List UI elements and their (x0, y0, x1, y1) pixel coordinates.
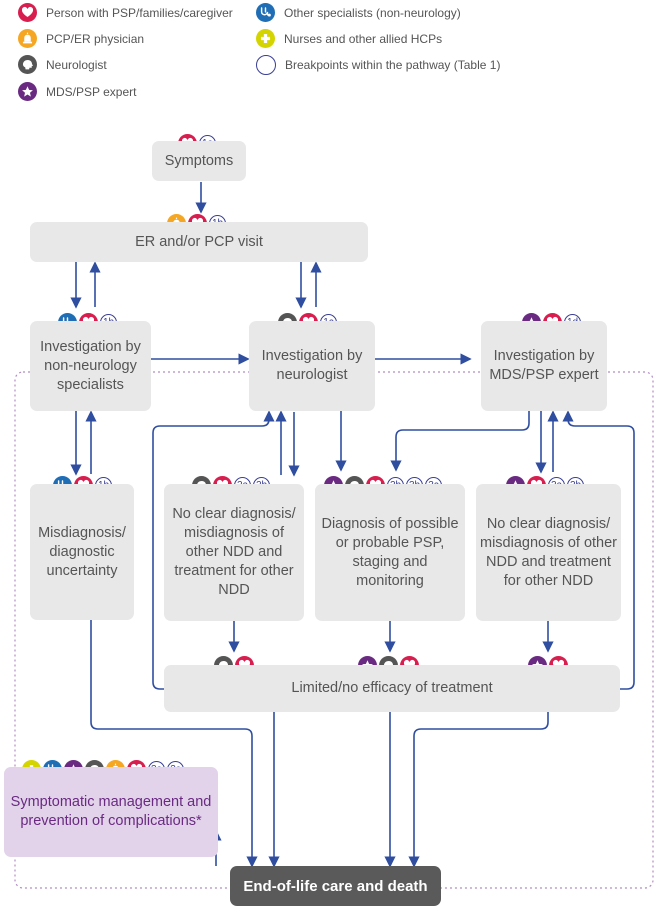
plus-icon (256, 29, 275, 48)
legend-label: Other specialists (non-neurology) (284, 5, 461, 20)
legend-pcp: PCP/ER physician (18, 29, 144, 48)
node-no-clear-diagnosis-2: No clear diagnosis/ misdiagnosis of othe… (476, 484, 621, 621)
node-er-pcp-visit: ER and/or PCP visit (30, 222, 368, 262)
node-end-of-life: End-of-life care and death (230, 866, 441, 906)
star-icon (18, 82, 37, 101)
node-no-clear-diagnosis-1: No clear diagnosis/ misdiagnosis of othe… (164, 484, 304, 621)
node-symptomatic-management: Symptomatic management and prevention of… (4, 767, 218, 857)
arrow-mds-to-diag (390, 411, 530, 472)
legend-label: Person with PSP/families/caregiver (46, 5, 233, 20)
legend-breakpoints: Breakpoints within the pathway (Table 1) (256, 55, 500, 75)
node-limited-efficacy: Limited/no efficacy of treatment (164, 665, 620, 712)
stethoscope-icon (256, 3, 275, 22)
legend-nurses: Nurses and other allied HCPs (256, 29, 442, 48)
node-symptoms: Symptoms (152, 141, 246, 181)
legend-label: Breakpoints within the pathway (Table 1) (285, 58, 501, 72)
arrow-limited-to-eol-3 (408, 712, 549, 868)
breakpoint-circle-icon (256, 55, 276, 75)
arrow-limited-to-neuro (152, 410, 275, 690)
node-investigation-neuro: Investigation by neurologist (249, 321, 375, 411)
arrow-misdiag-to-eol (90, 620, 258, 868)
arrow-limited-to-mds (562, 410, 635, 690)
brain-head-icon (18, 55, 37, 74)
legend-label: Neurologist (46, 57, 107, 72)
legend-person: Person with PSP/families/caregiver (18, 3, 233, 22)
node-investigation-mds: Investigation by MDS/PSP expert (481, 321, 607, 411)
legend-label: PCP/ER physician (46, 31, 145, 46)
node-diagnosis-psp: Diagnosis of possible or probable PSP, s… (315, 484, 465, 621)
heart-icon (18, 3, 37, 22)
legend-neuro: Neurologist (18, 55, 107, 74)
legend-mds: MDS/PSP expert (18, 82, 136, 101)
legend-label: MDS/PSP expert (46, 84, 137, 99)
alarm-icon (18, 29, 37, 48)
legend-label: Nurses and other allied HCPs (284, 31, 443, 46)
node-investigation-nonneuro: Investigation by non-neurology specialis… (30, 321, 151, 411)
legend-other-spec: Other specialists (non-neurology) (256, 3, 461, 22)
node-misdiagnosis: Misdiagnosis/ diagnostic uncertainty (30, 484, 134, 620)
